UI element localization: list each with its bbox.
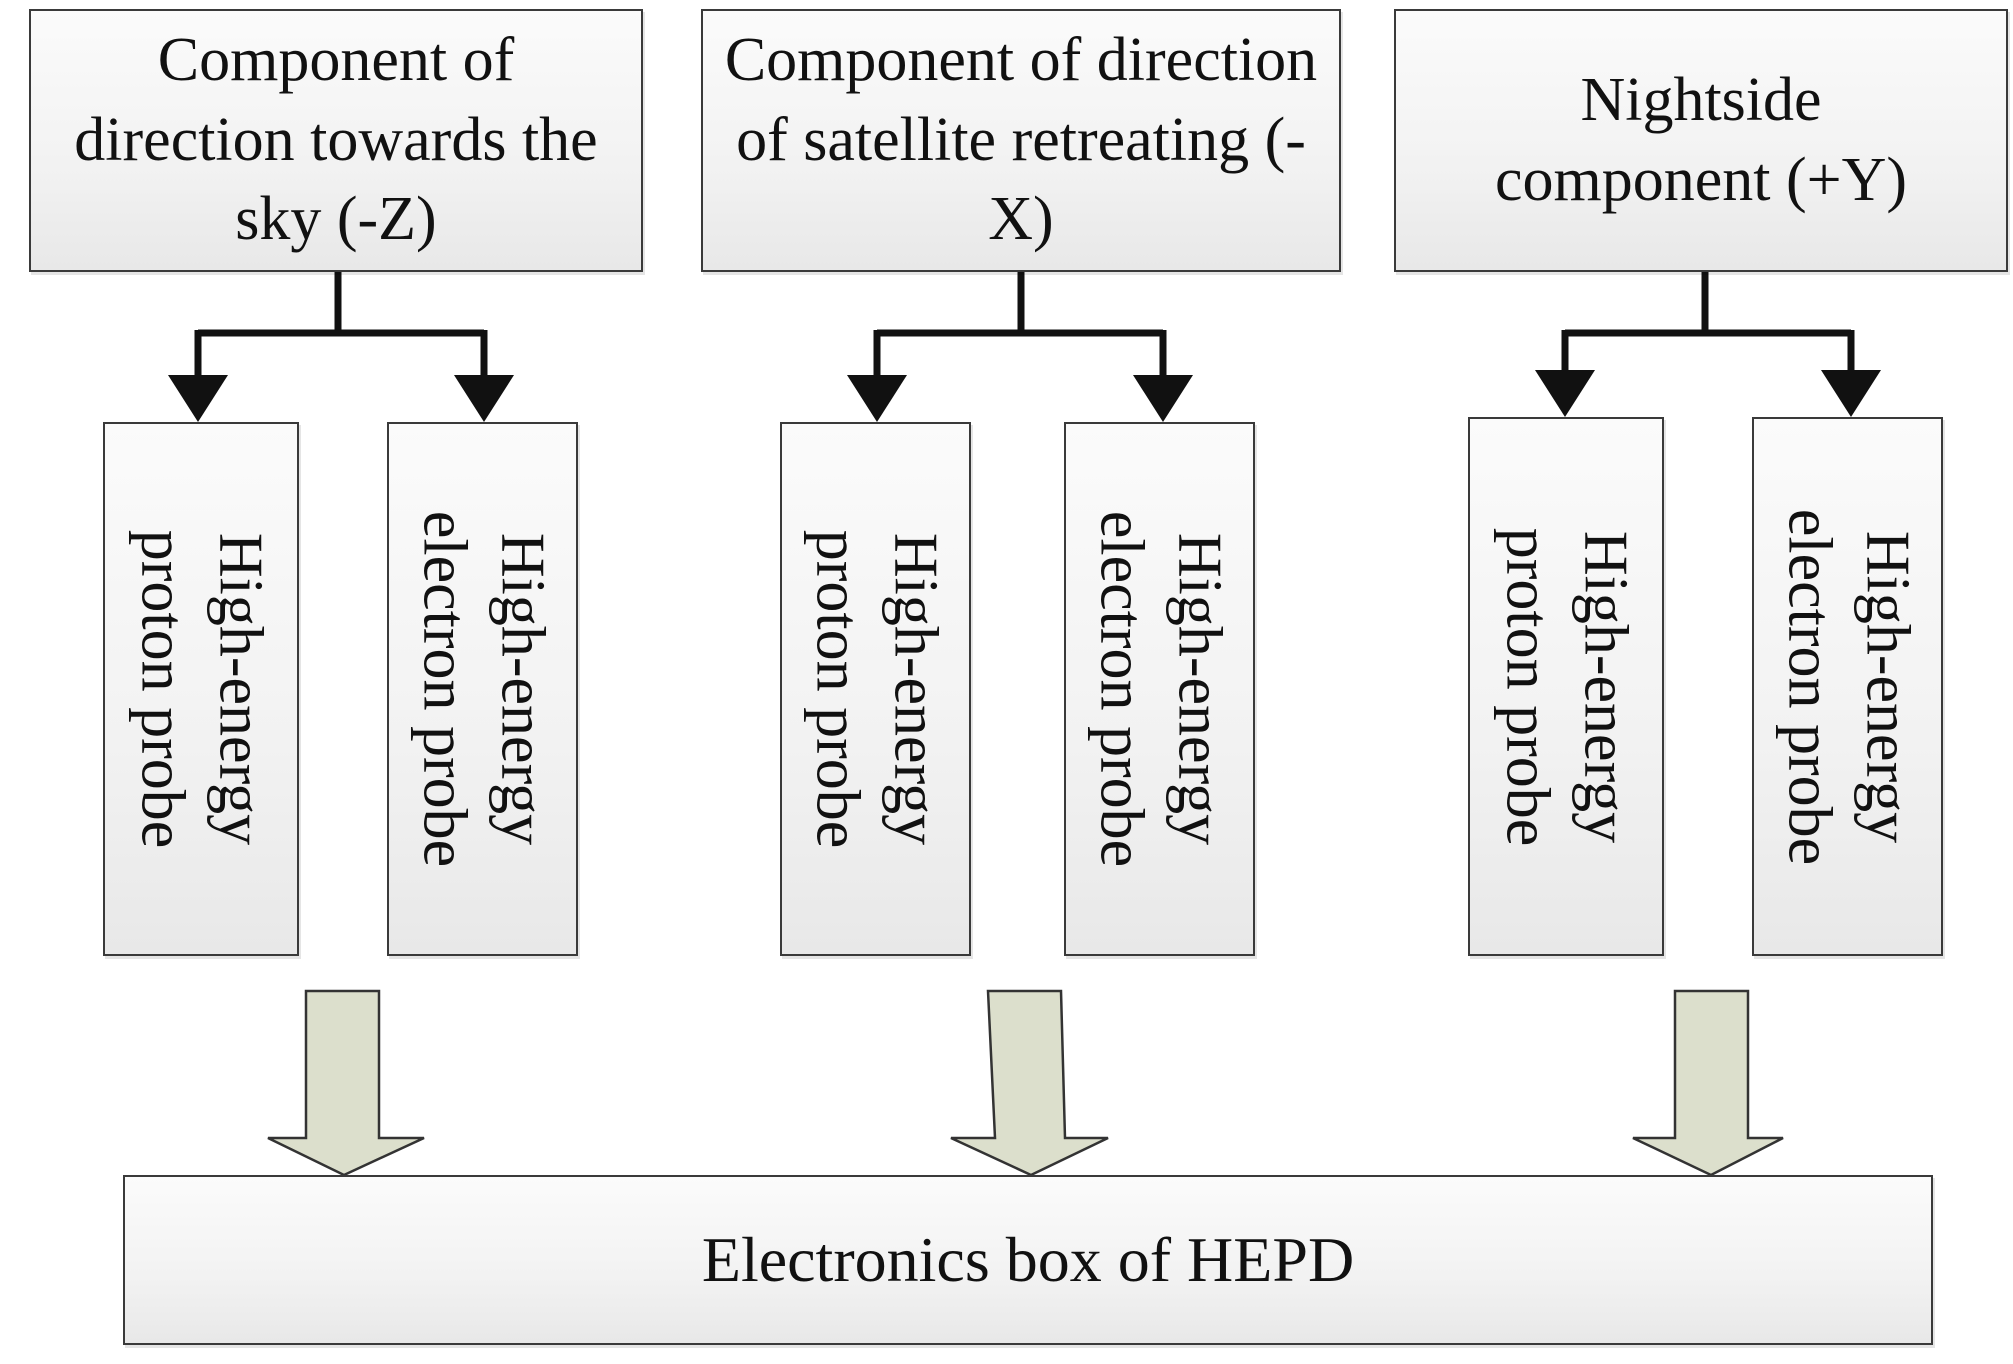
electronics-box: Electronics box of HEPD xyxy=(123,1175,1933,1345)
arrowhead-icon xyxy=(847,375,907,422)
arrowhead-icon xyxy=(454,375,514,422)
tree-connector-2 xyxy=(873,272,1167,385)
proton-probe-box-retreating: High-energy proton probe xyxy=(780,422,971,956)
tree-connector-1 xyxy=(194,272,488,385)
component-label: Nightside component (+Y) xyxy=(1494,66,1908,214)
probe-label: High-energy proton probe xyxy=(803,529,950,849)
block-arrow-down-icon xyxy=(267,989,425,1177)
probe-label: High-energy proton probe xyxy=(129,529,275,849)
component-box-sky: Component of direction towards the sky (… xyxy=(29,9,643,272)
electron-probe-box-nightside: High-energy electron probe xyxy=(1752,417,1943,956)
arrowhead-icon xyxy=(168,375,228,422)
probe-label: High-energy electron probe xyxy=(410,510,557,868)
probe-label: High-energy electron probe xyxy=(1775,508,1922,865)
electron-probe-box-retreating: High-energy electron probe xyxy=(1064,422,1255,956)
component-box-retreating: Component of direction of satellite retr… xyxy=(701,9,1341,272)
proton-probe-box-sky: High-energy proton probe xyxy=(103,422,299,956)
arrowhead-icon xyxy=(1535,370,1595,417)
component-box-nightside: Nightside component (+Y) xyxy=(1394,9,2008,272)
block-arrow-down-icon xyxy=(1632,989,1784,1177)
block-arrow-down-icon xyxy=(950,989,1109,1177)
tree-connector-3 xyxy=(1561,272,1855,380)
component-label: Component of direction of satellite retr… xyxy=(724,26,1318,254)
probe-label: High-energy electron probe xyxy=(1087,510,1234,868)
probe-label: High-energy proton probe xyxy=(1494,527,1640,846)
arrowhead-icon xyxy=(1133,375,1193,422)
arrowhead-icon xyxy=(1821,370,1881,417)
electron-probe-box-sky: High-energy electron probe xyxy=(387,422,578,956)
electronics-box-label: Electronics box of HEPD xyxy=(701,1224,1355,1295)
component-label: Component of direction towards the sky (… xyxy=(74,26,598,254)
proton-probe-box-nightside: High-energy proton probe xyxy=(1468,417,1664,956)
